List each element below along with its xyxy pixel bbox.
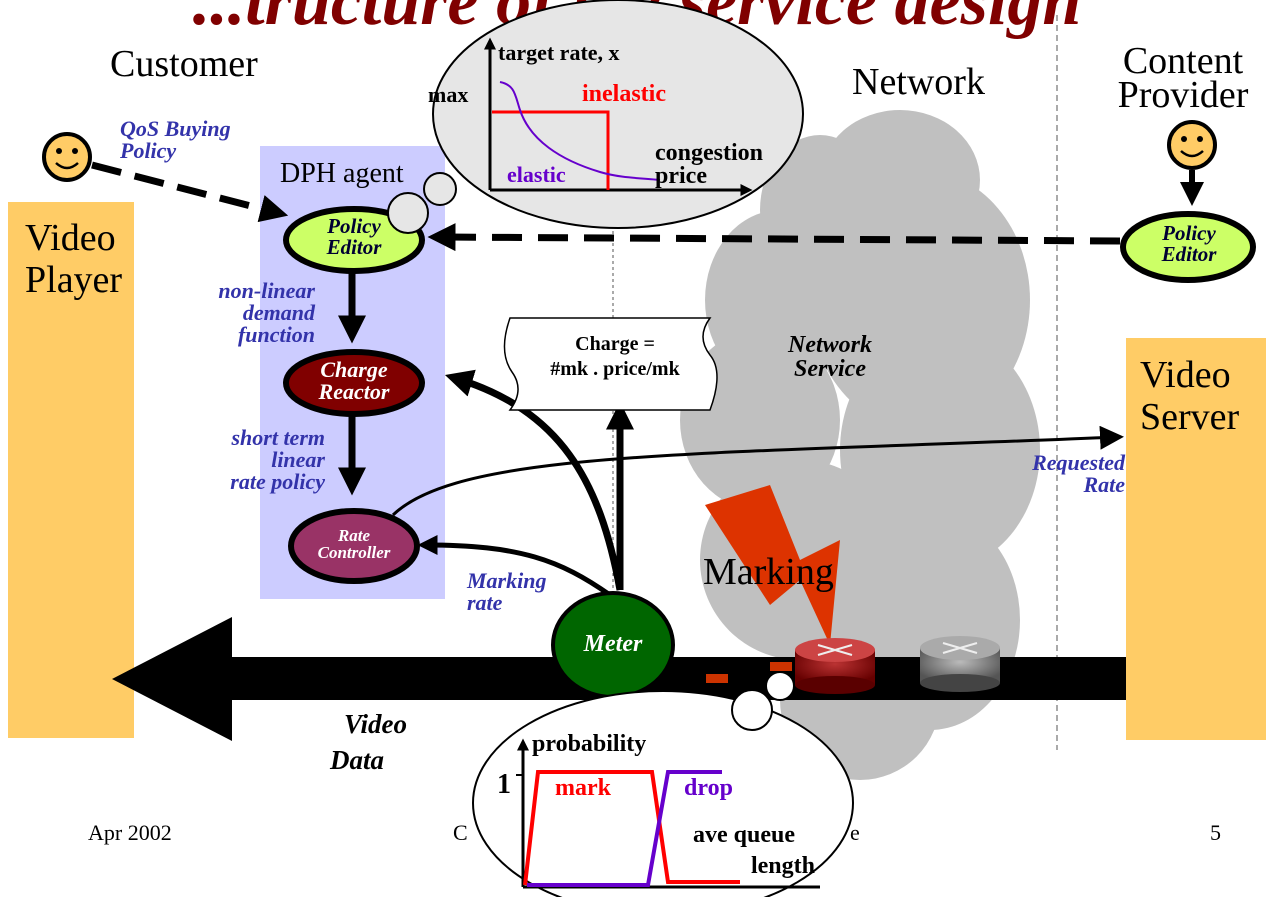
elastic-label: elastic [507, 162, 566, 187]
meter-to-charge-arrow [444, 369, 624, 591]
meter-label: Meter [583, 631, 643, 657]
demand-max-label: max [428, 82, 469, 107]
charge-formula: Charge =#mk . price/mk [550, 333, 680, 380]
video-server-block [1126, 338, 1266, 740]
customer-label: Customer [110, 43, 258, 85]
mark-label: mark [555, 775, 611, 801]
footer-center-left: C [453, 820, 468, 845]
mark-curve [523, 770, 740, 886]
provider-smiley-icon [1167, 120, 1217, 170]
requested-rate-arrow [391, 425, 1124, 517]
policy-editor-node [283, 206, 425, 274]
provider-policy-arrow [427, 223, 1121, 252]
marking-label: Marking [703, 551, 834, 593]
network-label: Network [852, 61, 985, 103]
video-data-arrowhead [112, 617, 232, 741]
marking-bubble [472, 671, 854, 897]
rate-controller-node [288, 508, 420, 584]
inelastic-curve [492, 110, 610, 190]
qos-policy-arrow [91, 161, 289, 223]
customer-smiley-icon [42, 132, 92, 182]
marking-one-label: 1 [497, 769, 511, 800]
meter-to-rate-arrow [417, 535, 612, 598]
charge-box [503, 317, 718, 411]
router-icon [920, 636, 1000, 692]
footer-date: Apr 2002 [88, 820, 172, 845]
drop-label: drop [684, 775, 733, 801]
demand-bubble [387, 0, 804, 234]
router-congested-icon [795, 638, 875, 694]
inelastic-label: inelastic [582, 81, 666, 107]
elastic-curve [499, 81, 661, 181]
footer-page-number: 5 [1210, 820, 1221, 845]
demand-y-axis-label: target rate, x [498, 40, 620, 65]
charge-reactor-node [283, 349, 425, 417]
marking-y-axis-label: probability [532, 731, 647, 757]
dph-agent-title: DPH agent [280, 158, 404, 189]
drop-curve [527, 770, 722, 887]
footer-center-right: e [850, 820, 860, 845]
cp-policy-editor-node [1120, 211, 1256, 283]
video-player-block [8, 202, 134, 738]
lightning-bolt-icon [705, 485, 840, 645]
